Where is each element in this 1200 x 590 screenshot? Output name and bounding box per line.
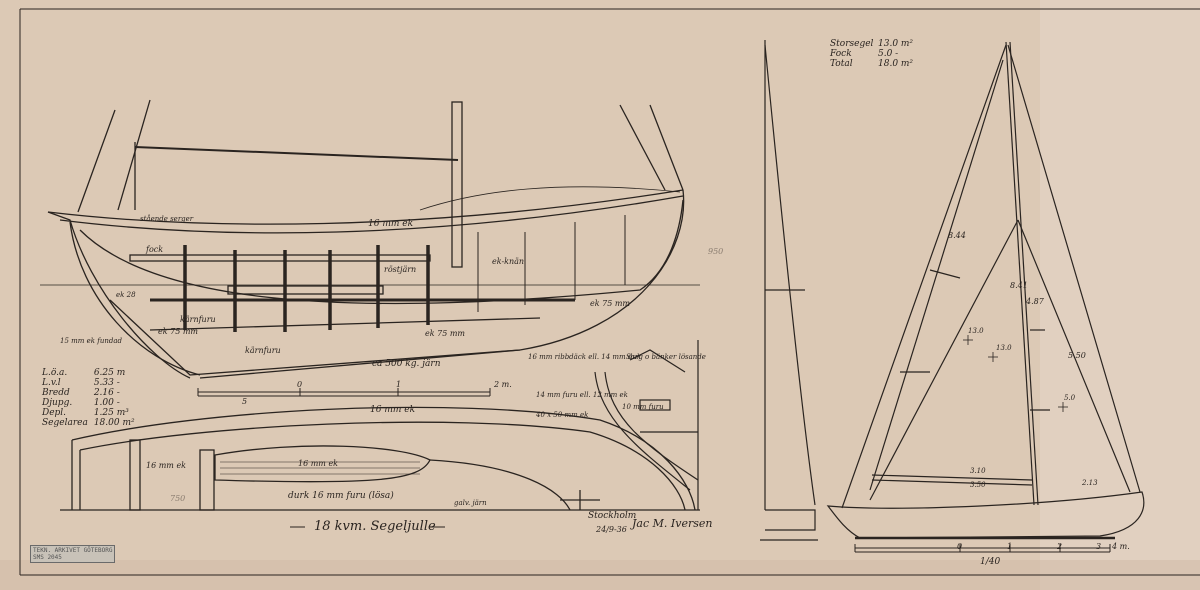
scale-ratio: 1/40 [980,557,1001,567]
archive-stamp: TEKN. ARKIVET GÖTEBORG SMS 2045 [30,545,116,563]
dimension-value: 5.33 - [93,378,120,388]
scale-bottom-tick: 2 [1057,542,1063,551]
label-487: 4.87 [1026,297,1044,306]
dimension-row: Djupg. 1.00 - [42,398,141,408]
dimension-row: L.v.l 5.33 - [42,378,141,388]
label-130b: 13.0 [996,344,1012,352]
dimension-value: 1.25 m³ [93,408,129,418]
scale-bottom-tick: 4 m. [1112,542,1130,551]
label-350: 3.50 [970,481,986,489]
label-ek-75-top: ek 75 mm [590,299,631,308]
place-label: Stockholm [588,511,637,521]
label-ek-75-keel: ek 75 mm [425,329,466,338]
dimension-value: 1.00 - [93,398,120,408]
dimension-value: 18.00 m² [93,418,135,428]
scale-top-tick: 0 [297,380,303,389]
date-label: 24/9-36 [596,525,627,534]
label-sarg: Sarg o bänker lösande [626,353,706,361]
dimensions-table: L.ö.a. 6.25 m L.v.l 5.33 - Bredd 2.16 - Dju… [42,368,141,428]
sail-area-main-name: Storsegel [830,39,874,49]
dimension-label: L.v.l [42,378,61,388]
sail-area-total-value: 18.0 m² [878,59,914,69]
dimension-label: L.ö.a. [42,368,68,378]
sheet-border [19,8,1200,576]
dimension-row: L.ö.a. 6.25 m [42,368,141,378]
sail-area-jib-value: 5.0 - [878,49,899,59]
label-pencil-750: 750 [170,494,186,503]
label-ribbdack: 16 mm ribbdäck ell. 14 mm duk [528,353,642,361]
hull-profile [40,99,700,379]
scale-top-tick: 2 m. [494,380,512,389]
label-ek-40-50: 40 x 50 mm ek [536,411,589,419]
sail-area-main-value: 13.0 m² [878,39,914,49]
label-durk: durk 16 mm furu (lösa) [288,491,394,501]
scale-bar-top [197,388,491,397]
label-ballast: ca 500 kg. järn [372,359,441,369]
label-plan-deck: 16 mm ek [370,405,416,415]
scale-top-tick: 1 [396,380,402,389]
stamp-line-2: SMS 2045 [33,554,62,561]
scale-bar-bottom [854,544,1111,553]
label-staende-serger: stående serger [140,215,194,223]
scale-bottom-tick: 1 [1007,542,1013,551]
label-550: 5.50 [1068,351,1086,360]
label-plan-inner: 16 mm ek [298,459,339,468]
dimension-row: Depl. 1.25 m³ [42,408,141,418]
label-841: 8.41 [1010,281,1028,290]
dimension-label: Bredd [42,388,70,398]
label-karnfuru-2: kärnfuru [245,346,281,355]
dimension-label: Depl. [42,408,67,418]
label-plan-ek: 16 mm ek [146,461,187,470]
label-furu: 14 mm furu ell. 12 mm ek [536,391,628,399]
sail-plan [826,41,1145,540]
scale-top-tick: 5 [242,397,248,406]
dimension-label: Djupg. [42,398,73,408]
label-pencil-950: 950 [708,247,724,256]
label-310: 3.10 [970,467,986,475]
sail-area-jib-name: Fock [830,49,852,59]
label-karnfuru-1: kärnfuru [180,315,216,324]
scale-bottom-tick: 0 [957,542,963,551]
label-213: 2.13 [1082,479,1098,487]
stamp-line-1: TEKN. ARKIVET GÖTEBORG [33,547,113,554]
label-130a: 13.0 [968,327,984,335]
label-rostjarn: röstjärn [384,265,417,274]
scale-bottom-tick: 3 [1096,542,1102,551]
label-ek-knan: ek-knän [492,257,525,266]
dimension-row: Segelarea 18.00 m² [42,418,141,428]
sail-area-total-name: Total [830,59,853,69]
drawing-title: 18 kvm. Segeljulle [314,519,436,534]
plan-view [60,406,700,511]
cross-section [594,340,699,510]
signature: Jac M. Iversen [632,517,713,530]
dimension-value: 6.25 m [93,368,126,378]
label-ek-28: ek 28 [116,291,136,299]
label-844: 8.44 [948,231,966,240]
dimension-value: 2.16 - [93,388,120,398]
label-bottom-note: 15 mm ek fundad [60,337,122,345]
label-fock: fock [146,245,164,254]
label-50: 5.0 [1064,394,1076,402]
label-galv-jarn: galv. järn [454,499,487,507]
label-ek-75-stem: ek 75 mm [158,327,199,336]
dimension-label: Segelarea [42,418,88,428]
dimension-row: Bredd 2.16 - [42,388,141,398]
sail-side-view [760,40,818,541]
label-furu-10: 10 mm furu [622,403,664,411]
label-deck-ek: 16 mm ek [368,219,414,229]
